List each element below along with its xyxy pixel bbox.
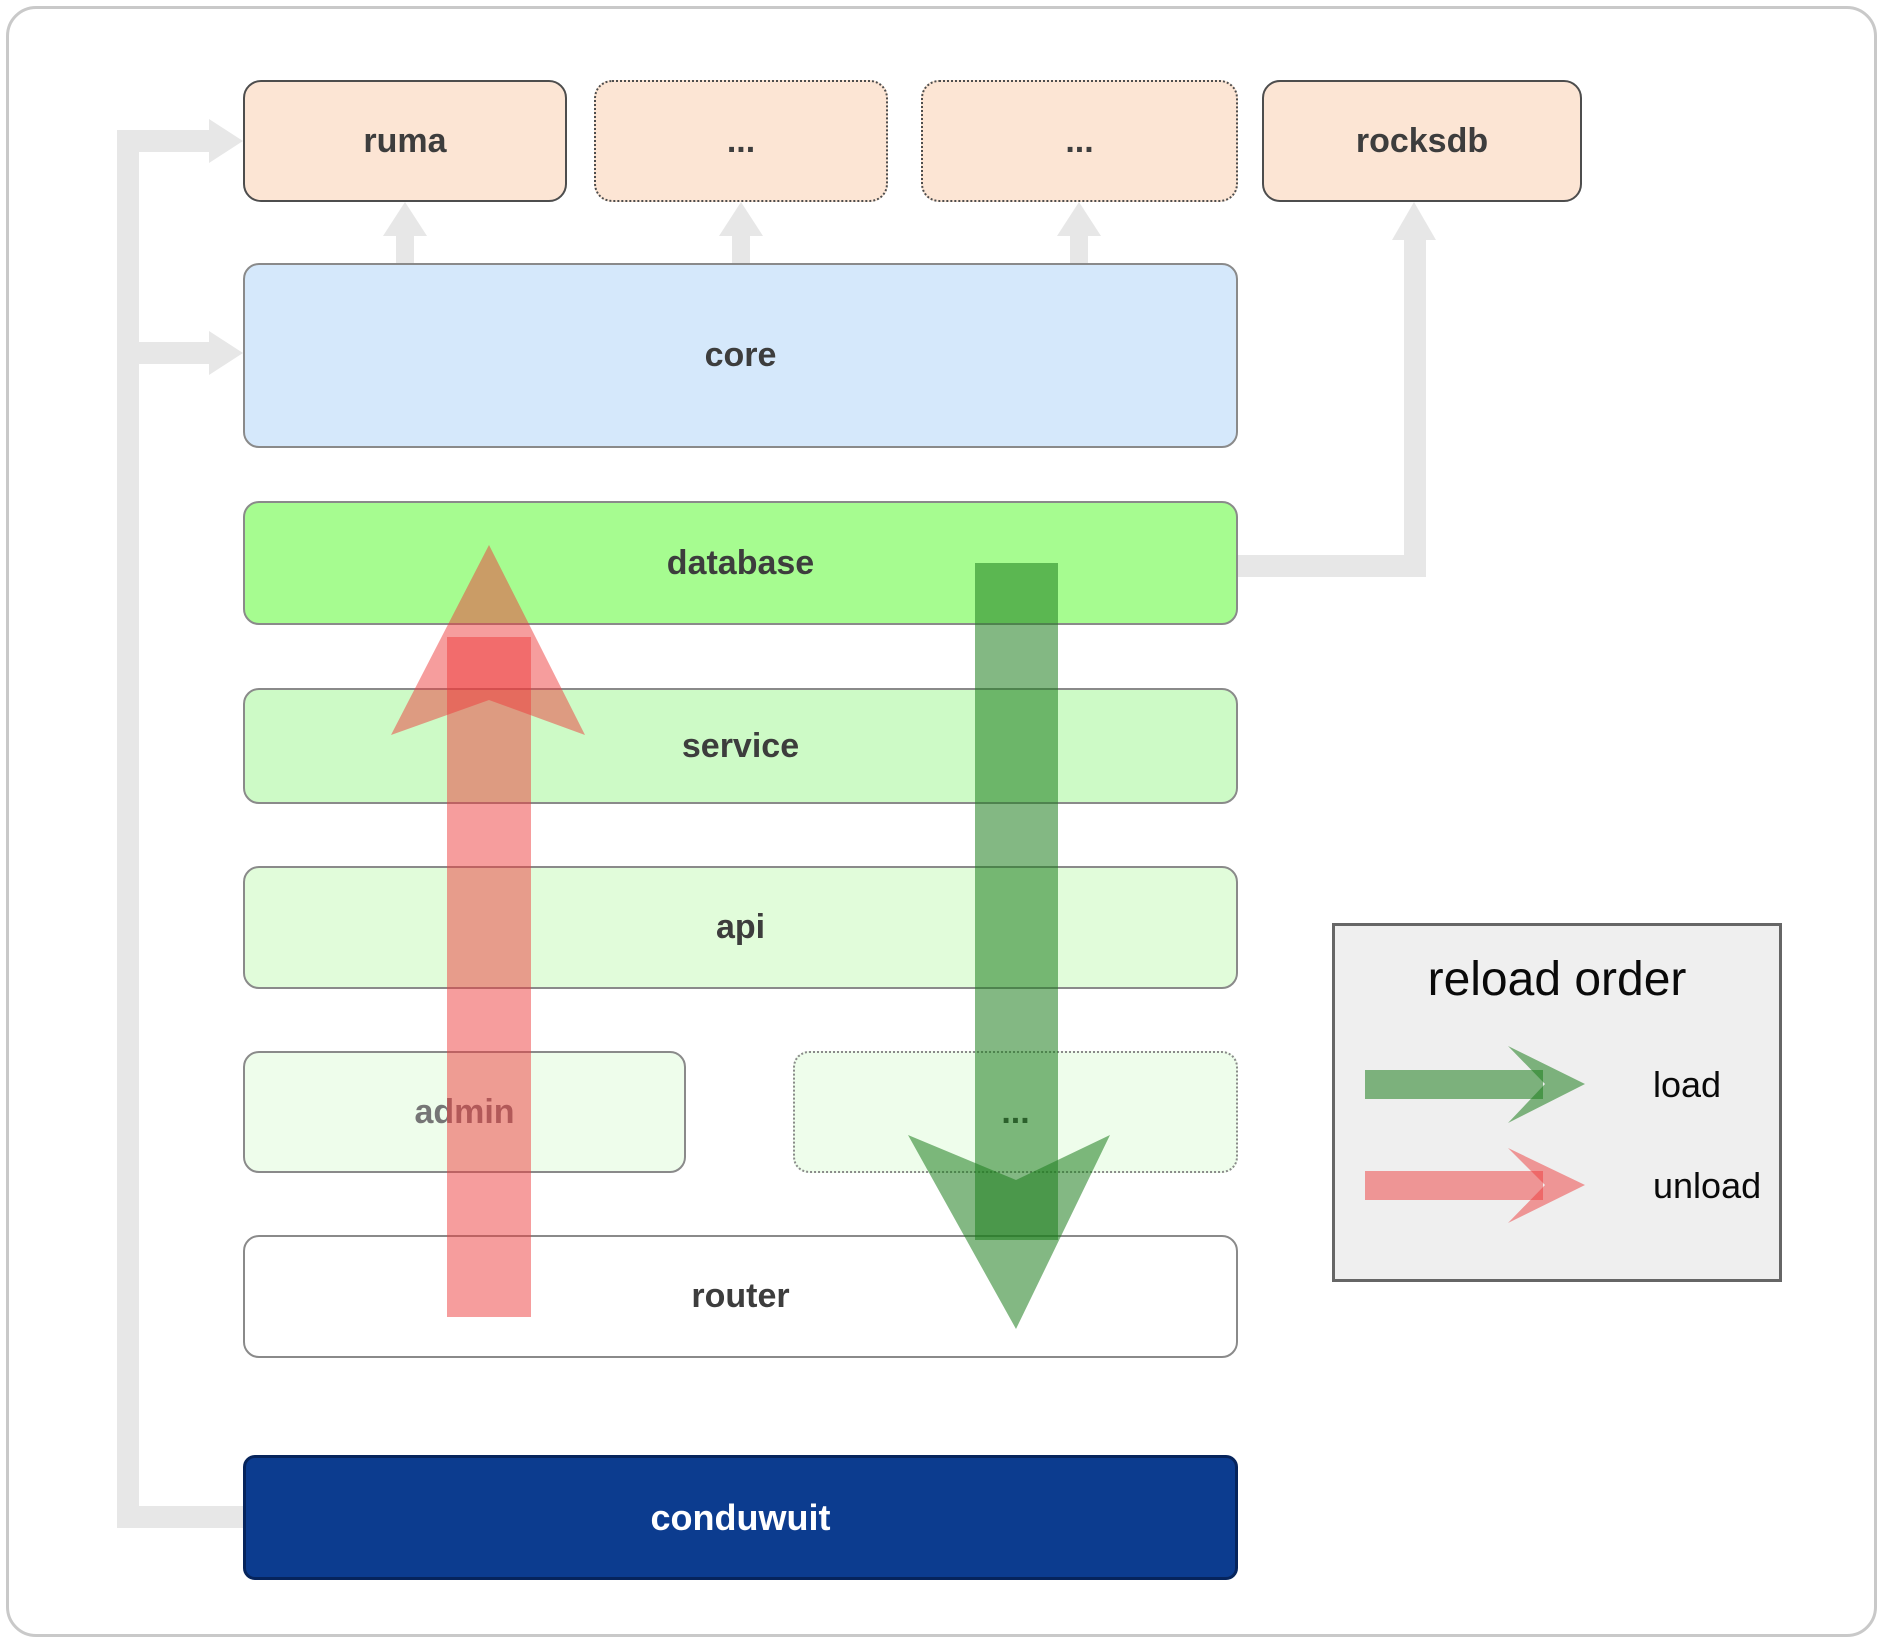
node-ruma-label: ruma: [363, 121, 447, 160]
node-rocksdb-label: rocksdb: [1355, 121, 1489, 160]
legend-arrows: [1365, 1046, 1585, 1223]
node-conduwuit: conduwuit: [243, 1455, 1238, 1580]
node-service-label: service: [681, 726, 800, 765]
node-crate-dots-2-label: ...: [1065, 121, 1094, 160]
node-admin-label: admin: [414, 1092, 515, 1131]
legend-load-arrow-icon: [1365, 1046, 1585, 1123]
node-core: core: [243, 263, 1238, 448]
node-admin-dots-label: ...: [1001, 1092, 1030, 1131]
node-ruma: ruma: [243, 80, 567, 202]
node-router: router: [243, 1235, 1238, 1358]
node-core-label: core: [704, 336, 777, 374]
node-router-label: router: [691, 1277, 790, 1315]
node-crate-dots-1-label: ...: [726, 121, 756, 160]
node-api: api: [243, 866, 1238, 989]
legend-title: reload order: [1427, 953, 1687, 1006]
node-database-label: database: [666, 543, 815, 582]
legend-load-label: load: [1653, 1064, 1722, 1105]
node-database: database: [243, 501, 1238, 625]
node-crate-dots-2: ...: [921, 80, 1238, 202]
node-rocksdb: rocksdb: [1262, 80, 1582, 202]
legend-unload-label: unload: [1653, 1165, 1762, 1206]
outer-border: [6, 6, 1877, 1637]
node-admin: admin: [243, 1051, 686, 1173]
legend: reload order load unload: [1332, 923, 1782, 1282]
node-crate-dots-1: ...: [594, 80, 888, 202]
node-admin-dots: ...: [793, 1051, 1238, 1173]
node-conduwuit-label: conduwuit: [650, 1496, 831, 1538]
node-service: service: [243, 688, 1238, 804]
legend-unload-arrow-icon: [1365, 1148, 1585, 1223]
node-api-label: api: [715, 908, 766, 946]
